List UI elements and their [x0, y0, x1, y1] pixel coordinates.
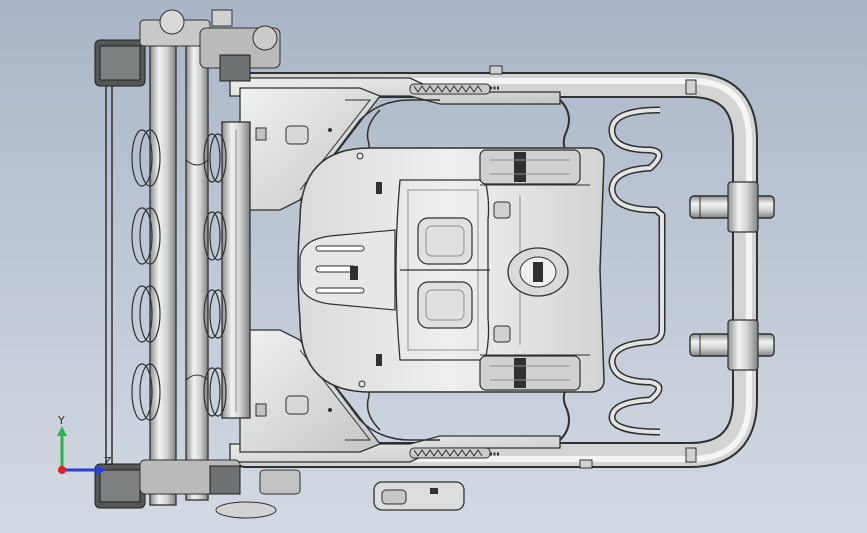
seat-pan[interactable] — [297, 147, 605, 393]
tube-bracket-upper[interactable] — [689, 181, 775, 233]
recliner-upper[interactable] — [94, 9, 281, 87]
y-axis-label: Y — [57, 414, 65, 427]
tension-spring-lower[interactable] — [409, 447, 491, 459]
rail-clip[interactable] — [489, 65, 697, 469]
front-cross-bar[interactable] — [221, 121, 267, 419]
height-lever[interactable] — [373, 481, 465, 511]
coil-spring-stack[interactable] — [131, 129, 227, 421]
pivot-rod-outer[interactable] — [149, 29, 177, 506]
outer-rail[interactable] — [105, 60, 113, 480]
tube-bracket-lower[interactable] — [689, 319, 775, 371]
z-axis-arrow — [96, 465, 106, 475]
pivot-rod-inner[interactable] — [185, 39, 209, 501]
perimeter-tube[interactable] — [232, 72, 758, 468]
recliner-lower[interactable] — [94, 459, 301, 519]
coordinate-triad: Y Z — [57, 414, 112, 475]
tension-spring-upper[interactable] — [409, 83, 491, 95]
x-axis-point — [58, 466, 66, 474]
rear-mechanism-lower[interactable] — [479, 355, 581, 391]
adjuster-knob[interactable] — [507, 247, 569, 297]
rear-mechanism-upper[interactable] — [479, 149, 581, 185]
z-axis-label: Z — [104, 455, 112, 468]
y-axis-arrow — [57, 426, 67, 436]
